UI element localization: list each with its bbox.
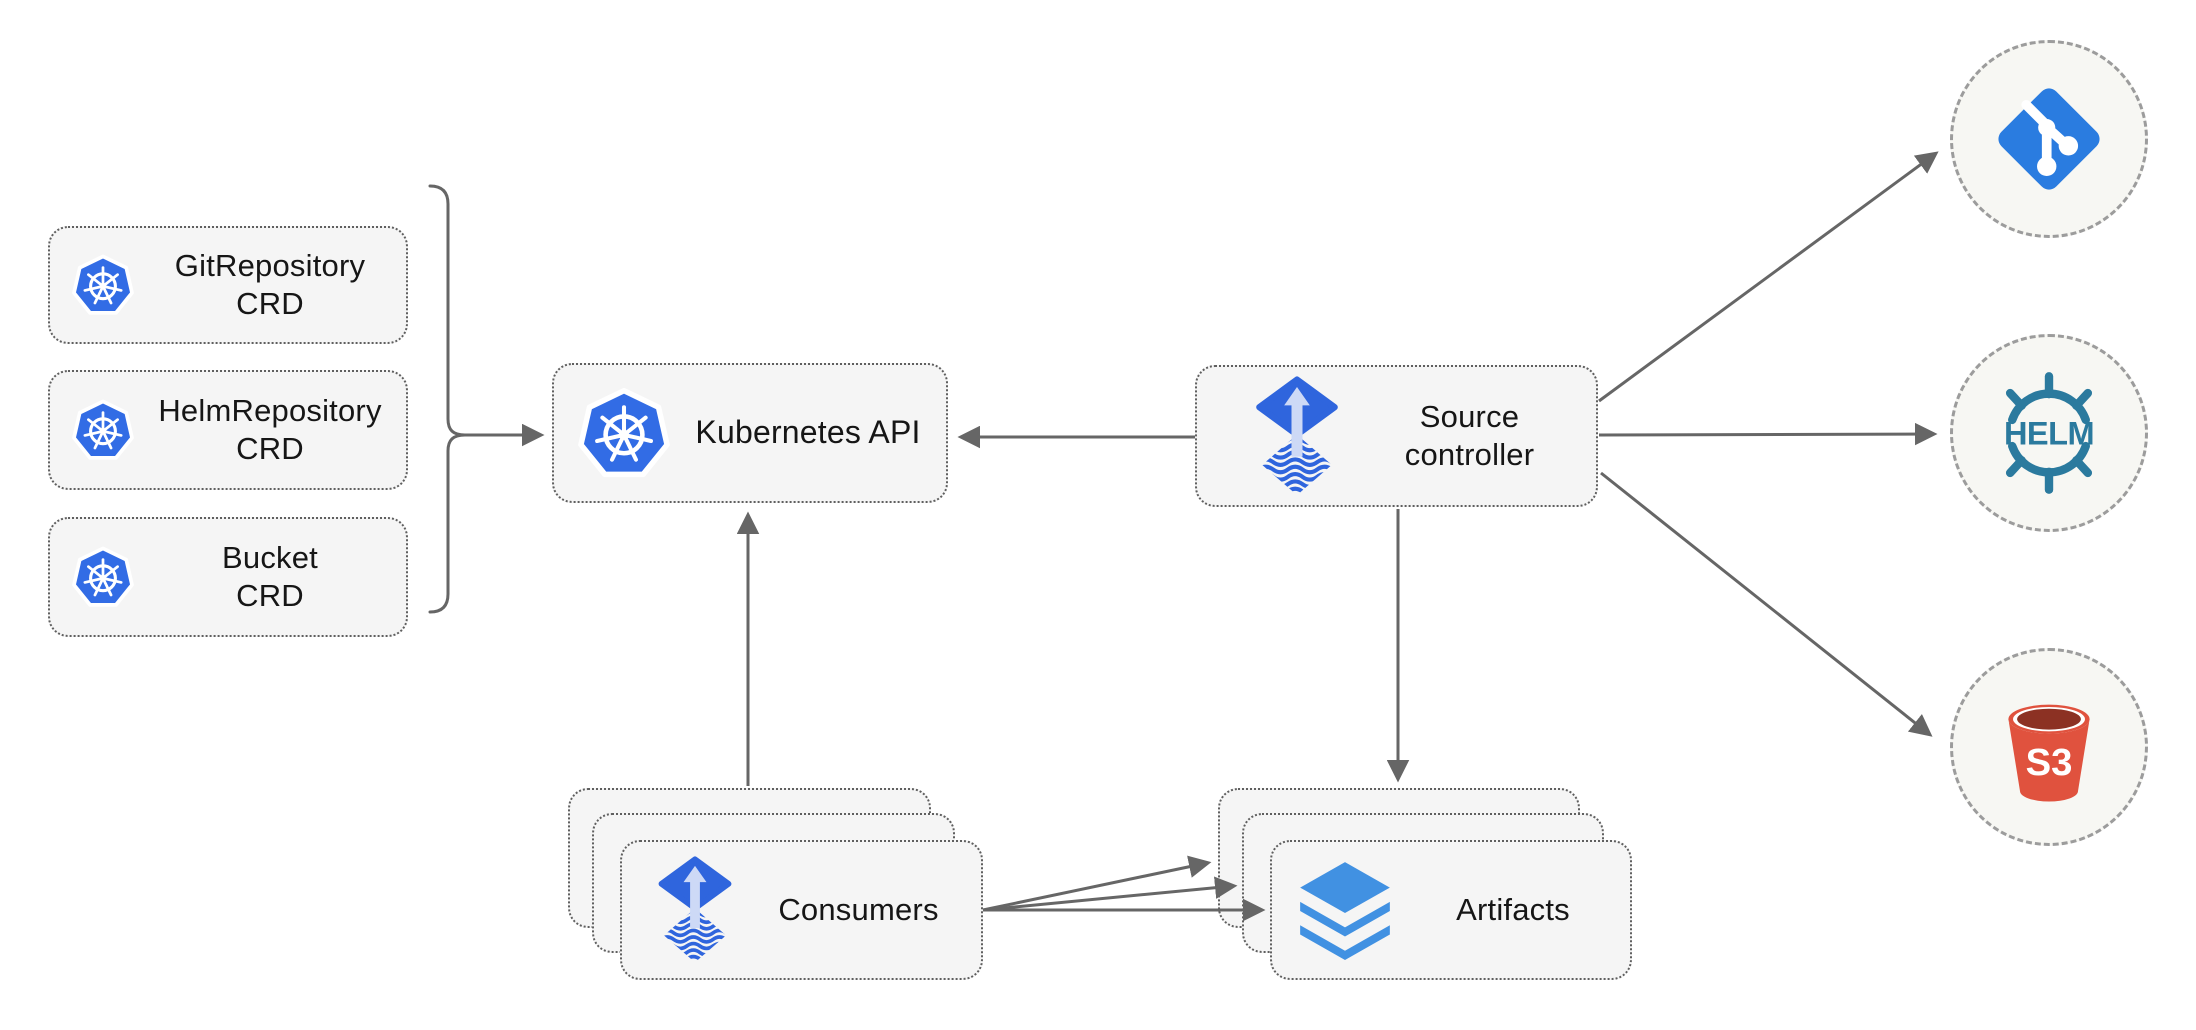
crd-node-helmrepository: HelmRepository CRD: [48, 370, 408, 490]
s3-logo-text: S3: [2026, 741, 2073, 784]
kubernetes-icon: [72, 546, 134, 608]
artifacts-node: Artifacts: [1270, 840, 1632, 980]
consumers-label: Consumers: [778, 892, 939, 928]
source-controller-label-line2: controller: [1404, 437, 1535, 472]
git-icon: [1998, 88, 2100, 190]
crd-label-line2: CRD: [236, 578, 304, 613]
kubernetes-icon: [72, 254, 134, 316]
kubernetes-icon: [578, 387, 670, 479]
kubernetes-api-label: Kubernetes API: [695, 414, 921, 451]
edge-consumers-to-artifacts-1: [982, 855, 1212, 912]
helm-external-node: HELM: [1950, 334, 2148, 532]
crd-node-gitrepository: GitRepository CRD: [48, 226, 408, 344]
s3-external-node: S3: [1950, 648, 2148, 846]
source-controller-node: Source controller: [1195, 365, 1598, 507]
flux-icon: [1251, 376, 1343, 497]
crd-group-bracket: [428, 184, 466, 614]
consumers-node: Consumers: [620, 840, 983, 980]
crd-node-label: Bucket CRD: [134, 539, 406, 615]
flux-icon: [654, 856, 736, 964]
kubernetes-icon: [72, 399, 134, 461]
edge-source-to-git: [1598, 151, 1939, 403]
source-controller-label: Source controller: [1343, 398, 1596, 474]
git-external-node: [1950, 40, 2148, 238]
crd-label-line1: HelmRepository: [158, 393, 382, 429]
helm-logo-text: HELM: [2004, 416, 2094, 452]
crd-label-line2: CRD: [236, 286, 304, 321]
crd-node-label: HelmRepository CRD: [134, 392, 406, 468]
source-controller-label-line1: Source: [1419, 399, 1520, 435]
crd-node-label: GitRepository CRD: [134, 247, 406, 323]
layers-icon: [1300, 862, 1390, 960]
crd-label-line1: Bucket: [222, 540, 318, 576]
edge-source-to-helm: [1598, 422, 1938, 446]
crd-node-bucket: Bucket CRD: [48, 517, 408, 637]
s3-bucket-icon: S3: [2008, 704, 2090, 802]
edge-source-to-s3: [1600, 471, 1933, 737]
crd-label-line1: GitRepository: [174, 248, 366, 284]
helm-icon: HELM: [2004, 372, 2095, 494]
artifacts-label: Artifacts: [1456, 892, 1570, 928]
kubernetes-api-node: Kubernetes API: [552, 363, 948, 503]
crd-label-line2: CRD: [236, 431, 304, 466]
edge-consumers-to-artifacts-2: [982, 876, 1238, 912]
